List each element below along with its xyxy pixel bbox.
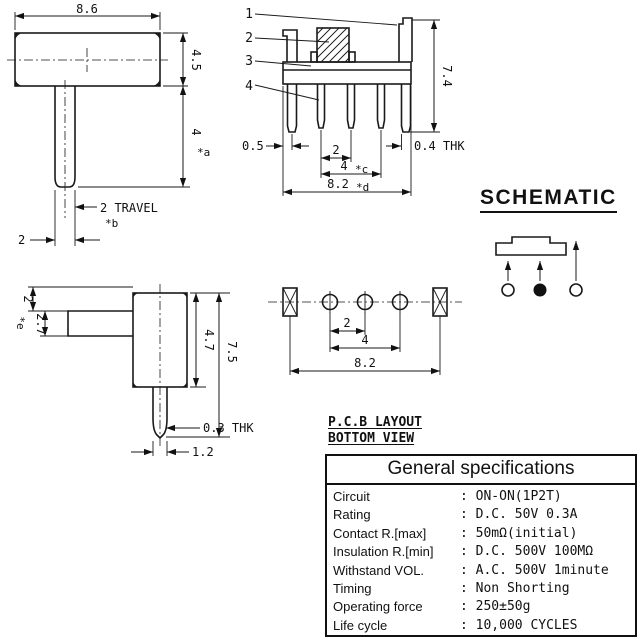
spec-value: : 50mΩ(initial)	[460, 525, 578, 541]
spec-label: Life cycle	[333, 617, 388, 633]
hole-crosshairs	[329, 291, 401, 313]
dim-label-body-height: 4.7	[202, 329, 216, 351]
spec-table-body: Circuit : ON-ON(1P2T) Rating : D.C. 50V …	[327, 485, 635, 637]
side-view: 2 2.7 *e 4.7 7.5 0.3 THK 1.2	[14, 284, 254, 459]
spec-value: : D.C. 50V 0.3A	[460, 507, 578, 523]
slider-contact-shape	[495, 236, 567, 256]
dim-label-height: 7.4	[440, 65, 454, 87]
spec-label: Circuit	[333, 489, 370, 504]
dim-label-leg-offset: 0.5	[242, 139, 264, 153]
mounting-leg-left	[286, 84, 298, 133]
dim-label-width: 8.2	[354, 356, 376, 370]
dim-label-stem-width: 2	[18, 233, 25, 247]
centerlines	[7, 48, 168, 218]
spec-row-contact-resistance: Contact R.[max] : 50mΩ(initial)	[333, 525, 631, 543]
knob-rim-left	[310, 51, 318, 63]
pcb-caption: P.C.B LAYOUT BOTTOM VIEW	[328, 415, 422, 448]
left-frame-bracket	[282, 29, 298, 62]
callout-2: 2	[245, 31, 253, 46]
dim-label-width: 8.2	[327, 177, 349, 191]
spec-value: : 10,000 CYCLES	[460, 617, 578, 633]
spec-label: Operating force	[333, 599, 423, 615]
dim-label-total-height: 7.5	[225, 341, 239, 363]
spec-value: : D.C. 500V 100MΩ	[460, 544, 594, 560]
top-view: 8.6 4.5 4 *a 2 TRAVEL *b 2	[7, 2, 210, 247]
terminal-node-3	[569, 283, 583, 297]
spec-row-circuit: Circuit : ON-ON(1P2T)	[333, 488, 631, 506]
knob-rim-right	[348, 51, 356, 63]
footnote-b: *b	[105, 217, 118, 230]
spec-row-timing: Timing : Non Shorting	[333, 580, 631, 598]
schematic-symbol	[495, 236, 583, 297]
dim-label-stem-height: 2.7	[34, 313, 48, 335]
dim-label-pitch: 2	[332, 143, 339, 157]
footnote-e: *e	[14, 316, 27, 329]
schematic-heading: SCHEMATIC	[480, 186, 617, 213]
spec-label: Withstand VOL.	[333, 562, 425, 578]
spec-row-life-cycle: Life cycle : 10,000 CYCLES	[333, 617, 631, 635]
actuator-stem-outline	[67, 310, 133, 337]
spec-value: : A.C. 500V 1minute	[460, 562, 609, 578]
dim-label-span: 4	[361, 333, 368, 347]
extension-lines	[28, 286, 230, 456]
extension-lines	[14, 12, 190, 246]
pcb-caption-line2: BOTTOM VIEW	[328, 431, 415, 447]
terminal-pin-2	[346, 84, 356, 129]
right-frame-bracket	[398, 17, 413, 62]
switch-body-outline	[14, 32, 161, 87]
travel-label: 2 TRAVEL	[100, 201, 158, 215]
spec-value: : ON-ON(1P2T)	[460, 489, 562, 504]
pad-hatching	[282, 287, 448, 317]
dim-label-height: 4.5	[189, 49, 203, 71]
spec-label: Contact R.[max]	[333, 525, 427, 541]
dim-label-stem: 4	[189, 128, 203, 135]
spec-label: Timing	[333, 581, 372, 597]
dim-label-pin-width: 1.2	[192, 445, 214, 459]
terminal-node-1	[501, 283, 515, 297]
spec-row-operating-force: Operating force : 250±50g	[333, 598, 631, 616]
dim-label-span: 4	[340, 159, 347, 173]
terminal-pin-1	[316, 84, 326, 129]
dim-label-top: 2	[21, 295, 35, 302]
spec-row-withstand-voltage: Withstand VOL. : A.C. 500V 1minute	[333, 562, 631, 580]
extension-lines	[282, 19, 440, 196]
dim-label-width: 8.6	[76, 2, 98, 16]
dim-label-pitch: 2	[343, 316, 350, 330]
callout-3: 3	[245, 54, 253, 69]
slider-knob	[316, 27, 350, 63]
footnote-a: *a	[197, 146, 210, 159]
knob-hatching	[316, 27, 350, 63]
corner-fillet-marks	[15, 33, 160, 86]
spec-table: General specifications Circuit : ON-ON(1…	[325, 454, 637, 637]
mounting-leg-right	[400, 84, 412, 133]
terminal-node-common	[533, 283, 547, 297]
pin-thickness-label: 0.4 THK	[414, 139, 465, 153]
terminal-pin-3	[376, 84, 386, 129]
pcb-layout-view: 2 4 8.2	[268, 287, 462, 375]
pcb-caption-line1: P.C.B LAYOUT	[328, 415, 422, 430]
spec-row-rating: Rating : D.C. 50V 0.3A	[333, 506, 631, 524]
footnote-d: *d	[356, 181, 369, 194]
spec-table-title: General specifications	[327, 456, 635, 485]
pin-thickness-label: 0.3 THK	[203, 421, 254, 435]
spec-value: : Non Shorting	[460, 581, 570, 597]
callout-4: 4	[245, 79, 253, 94]
spec-row-insulation-resistance: Insulation R.[min] : D.C. 500V 100MΩ	[333, 543, 631, 561]
callout-leader-lines	[254, 13, 398, 101]
callout-1: 1	[245, 7, 253, 22]
footnote-c: *c	[355, 163, 368, 176]
spec-value: : 250±50g	[460, 599, 531, 615]
spec-label: Insulation R.[min]	[333, 544, 434, 560]
front-view: 1 2 3 4 7.4 0.5 0.4 THK 2 4 *c 8.2 *d	[242, 7, 465, 196]
spec-label: Rating	[333, 507, 371, 523]
